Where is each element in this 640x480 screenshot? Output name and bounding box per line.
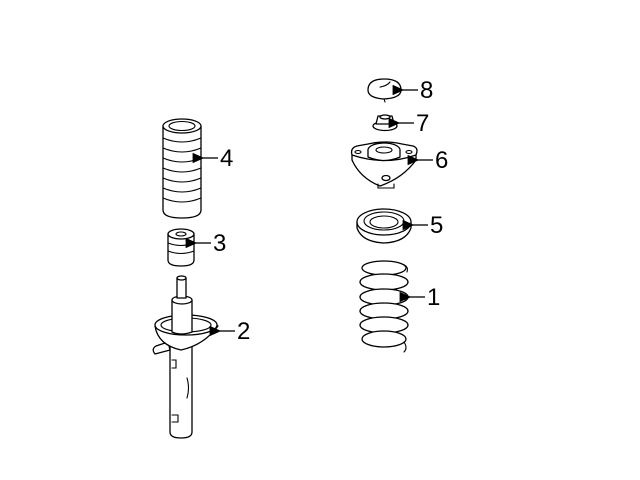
dust-boot-part[interactable]	[162, 118, 202, 219]
strut-part[interactable]	[152, 275, 219, 439]
callout-6: 6	[407, 147, 448, 174]
callout-4: 4	[192, 145, 233, 172]
svg-text:5: 5	[430, 212, 443, 239]
svg-text:3: 3	[213, 230, 226, 257]
svg-text:6: 6	[435, 147, 448, 174]
callout-7: 7	[388, 110, 429, 137]
svg-text:1: 1	[427, 284, 440, 311]
svg-text:7: 7	[416, 110, 429, 137]
callout-1: 1	[399, 284, 440, 311]
coil-spring-part[interactable]	[359, 260, 409, 353]
svg-text:8: 8	[420, 77, 433, 104]
nut-part[interactable]	[372, 114, 398, 132]
callout-3: 3	[185, 230, 226, 257]
bump-stop-part[interactable]	[167, 228, 195, 267]
strut-mount-part[interactable]	[350, 141, 418, 189]
svg-text:2: 2	[237, 318, 250, 345]
callout-8: 8	[392, 77, 433, 104]
svg-text:4: 4	[220, 145, 233, 172]
callout-5: 5	[402, 212, 443, 239]
cap-part[interactable]	[367, 78, 402, 103]
spring-seat-part[interactable]	[356, 208, 412, 244]
callout-2: 2	[209, 318, 250, 345]
